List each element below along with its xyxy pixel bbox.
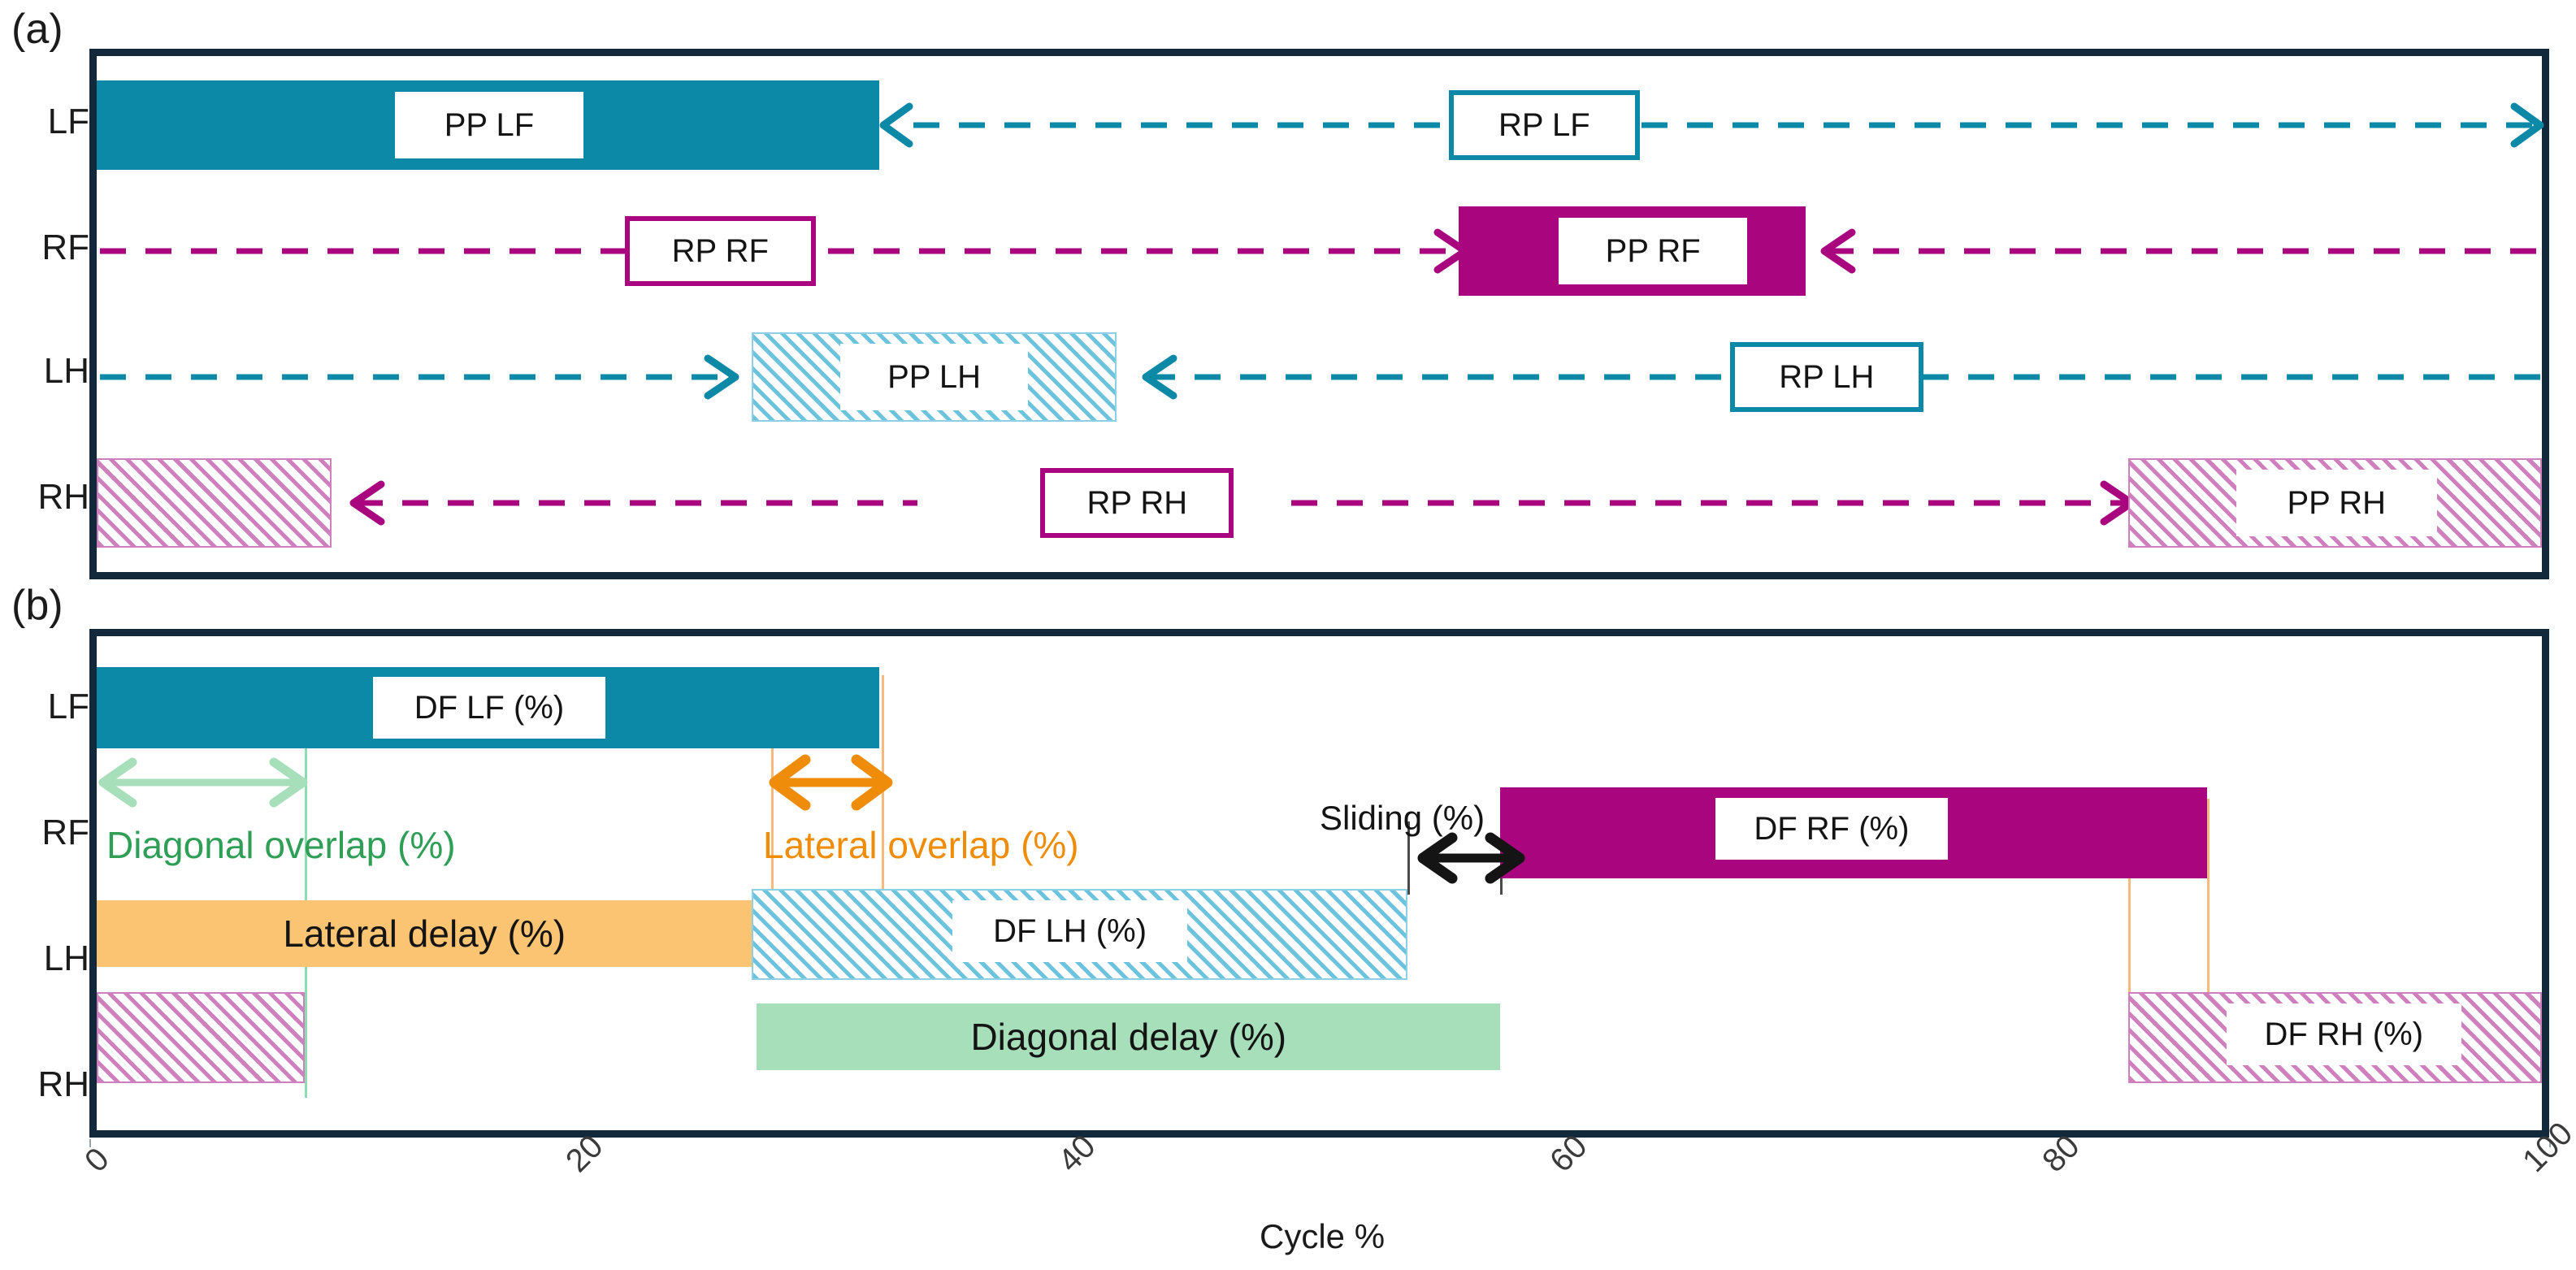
panel-b-plot: DF LF (%) Diagonal overlap (%) Lateral o… <box>89 629 2549 1138</box>
chip-pp-lf: PP LF <box>395 92 583 158</box>
panel-a-tag: (a) <box>11 6 63 53</box>
panel-a-plot-inner: PP LF RP LF PP RF RP RF PP LH RP LH <box>97 56 2544 572</box>
guide-line-rh-start <box>2128 799 2131 1051</box>
bar-pp-rh-wrap <box>97 458 332 548</box>
box-rp-rh: RP RH <box>1040 468 1234 538</box>
row-label-lh-a: LH <box>43 351 89 391</box>
chip-pp-lh: PP LH <box>839 344 1029 410</box>
tickmark-0 <box>89 1139 91 1147</box>
chip-pp-rf: PP RF <box>1559 218 1748 284</box>
sliding-arrow <box>1417 832 1525 884</box>
chip-df-lf: DF LF (%) <box>373 677 605 739</box>
box-rp-rf: RP RF <box>624 216 816 286</box>
sliding-label: Sliding (%) <box>1320 799 1485 837</box>
box-rp-lf: RP LF <box>1448 90 1640 160</box>
lateral-overlap-arrow <box>769 754 893 811</box>
row-label-lf-b: LF <box>47 687 89 726</box>
guide-line-diagonal-overlap <box>304 675 307 1098</box>
guide-line-sliding-left <box>1407 821 1410 895</box>
row-label-lh-b: LH <box>43 938 89 978</box>
guide-line-rf-end <box>2206 799 2210 1051</box>
diagonal-delay-bar: Diagonal delay (%) <box>757 1003 1501 1070</box>
tickmark-40 <box>1073 1139 1075 1147</box>
chip-df-lh: DF LH (%) <box>952 900 1187 962</box>
row-label-lf-a: LF <box>47 102 89 141</box>
lateral-overlap-label: Lateral overlap (%) <box>763 824 1079 866</box>
chip-df-rf: DF RF (%) <box>1715 798 1948 860</box>
row-label-rf-a: RF <box>41 228 89 267</box>
tickmark-80 <box>2058 1139 2059 1147</box>
panel-b-tag: (b) <box>11 582 63 629</box>
panel-b-plot-inner: DF LF (%) Diagonal overlap (%) Lateral o… <box>97 636 2542 1130</box>
diagonal-overlap-arrow <box>98 757 308 808</box>
row-label-rh-b: RH <box>37 1064 89 1104</box>
tickmark-20 <box>581 1139 583 1147</box>
row-label-rh-a: RH <box>37 477 89 517</box>
row-label-rf-b: RF <box>41 813 89 852</box>
box-rp-lh: RP LH <box>1730 342 1923 412</box>
rp-lf-dashed-line <box>879 102 2544 148</box>
lateral-delay-bar: Lateral delay (%) <box>97 900 752 967</box>
x-axis-label: Cycle % <box>1260 1217 1386 1255</box>
tickmark-60 <box>1565 1139 1567 1147</box>
chip-df-rh: DF RH (%) <box>2226 1003 2461 1065</box>
chip-pp-rh: PP RH <box>2236 470 2437 536</box>
panel-a-plot: PP LF RP LF PP RF RP RF PP LH RP LH <box>89 49 2549 579</box>
tick-label-0: 0 <box>78 1141 116 1180</box>
bar-df-rh-wrap <box>97 992 305 1083</box>
diagonal-overlap-label: Diagonal overlap (%) <box>106 824 456 866</box>
tickmark-100 <box>2549 1139 2551 1147</box>
